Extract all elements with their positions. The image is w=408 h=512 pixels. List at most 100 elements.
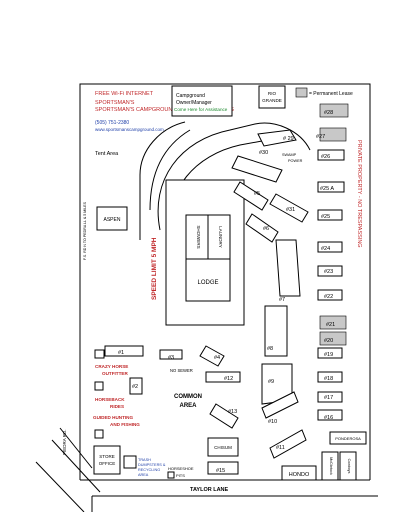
store-office-label: STORE bbox=[99, 454, 114, 459]
manager-box[interactable] bbox=[171, 85, 233, 117]
site-25a-pad[interactable] bbox=[317, 181, 345, 193]
site-9-label: #9 bbox=[268, 379, 274, 385]
common-area-label: COMMON bbox=[174, 394, 202, 400]
trash-label-2: DUMPSTERS & bbox=[138, 463, 166, 467]
horseshoe-pit-marker[interactable] bbox=[167, 471, 175, 479]
cowboys-cabin[interactable] bbox=[339, 451, 357, 481]
crazy-horse-marker[interactable] bbox=[94, 349, 105, 359]
horseshoe-label-2: PITS bbox=[176, 473, 185, 478]
site-1-pad[interactable] bbox=[104, 345, 144, 357]
site-28-label: #28 bbox=[324, 110, 333, 116]
rio-grande-box[interactable] bbox=[258, 85, 286, 109]
site-6-pad[interactable] bbox=[245, 213, 279, 243]
site-24-label: #24 bbox=[321, 246, 330, 252]
site-17-label: #17 bbox=[324, 395, 333, 401]
site-5-pad[interactable] bbox=[233, 181, 269, 211]
site-1-label: #1 bbox=[118, 350, 124, 356]
site-3-label: #3 bbox=[168, 355, 174, 361]
trash-label-4: AREA bbox=[138, 473, 149, 477]
chisum-cabin[interactable] bbox=[207, 437, 239, 457]
campground-website: www.sportsmanscampground.com bbox=[95, 127, 164, 132]
ponderosa-cabin[interactable] bbox=[329, 431, 367, 445]
chisum-label: CHISUM bbox=[214, 445, 232, 450]
site-13-pad[interactable] bbox=[209, 403, 239, 429]
road-left-label: F.S. RD N TO PEDRA LL & 5 MILES bbox=[83, 201, 87, 260]
manager-line1: Campground bbox=[176, 93, 205, 99]
site-30-label: #30 bbox=[259, 150, 268, 156]
cowboys-label: Cowboys bbox=[347, 459, 351, 474]
site-29-pad[interactable] bbox=[257, 129, 297, 147]
site-15-pad[interactable] bbox=[207, 461, 239, 475]
site-18-pad[interactable] bbox=[317, 371, 343, 383]
site-16-label: #16 bbox=[324, 415, 333, 421]
showers-label: SHOWERS bbox=[196, 225, 201, 248]
site-19-label: #19 bbox=[324, 352, 333, 358]
guided-label-2: AND FISHING bbox=[110, 422, 140, 427]
site-3-pad[interactable] bbox=[159, 349, 183, 360]
site-25-pad[interactable] bbox=[317, 209, 343, 221]
hondo-cabin[interactable] bbox=[281, 465, 317, 481]
lodge-label: LODGE bbox=[197, 280, 218, 286]
wifi-text: FREE Wi-Fi INTERNET bbox=[95, 91, 154, 97]
site-19-pad[interactable] bbox=[317, 347, 343, 359]
site-31-pad[interactable] bbox=[269, 193, 309, 223]
site-30-pad[interactable] bbox=[231, 155, 283, 183]
store-office[interactable] bbox=[93, 445, 121, 475]
site-22-label: #22 bbox=[324, 294, 333, 300]
site-10-pad[interactable] bbox=[261, 391, 299, 419]
site-17-pad[interactable] bbox=[317, 391, 343, 403]
trash-area-marker[interactable] bbox=[123, 455, 137, 469]
site-26-pad[interactable] bbox=[317, 149, 345, 161]
site-13-label: #13 bbox=[228, 409, 237, 415]
site-12-pad[interactable] bbox=[205, 371, 241, 383]
site-11-label: #11 bbox=[276, 445, 285, 451]
site-23-pad[interactable] bbox=[317, 265, 343, 277]
site-7-pad[interactable] bbox=[275, 239, 301, 297]
site-29-label: # 29 bbox=[283, 136, 294, 142]
piedra-road-edge-a bbox=[35, 461, 85, 512]
piedra-road-edge-b bbox=[51, 439, 101, 493]
tent-area-label: Tent Area bbox=[95, 151, 119, 157]
no-sewer-label: NO SEWER bbox=[170, 368, 193, 373]
campground-name: SPORTSMAN'S CAMPGROUND & MOUNTAIN CABINS bbox=[95, 107, 234, 113]
site-4-label: #4 bbox=[214, 355, 220, 361]
crazy-horse-label-2: OUTFITTER bbox=[102, 371, 128, 376]
guided-marker[interactable] bbox=[94, 429, 104, 439]
site-7-label: #7 bbox=[279, 297, 285, 303]
aspen-label: ASPEN bbox=[104, 217, 121, 223]
mcclintock-label: McClintock bbox=[329, 457, 333, 475]
lodge-building[interactable] bbox=[185, 258, 231, 302]
site-20-pad[interactable] bbox=[319, 331, 347, 346]
piedra-road-label: PIEDRA RD. bbox=[62, 429, 67, 455]
site-16-pad[interactable] bbox=[317, 409, 343, 421]
horseshoe-label: HORSESHOE bbox=[168, 466, 194, 471]
site-21-pad[interactable] bbox=[319, 315, 347, 330]
horseback-marker[interactable] bbox=[94, 381, 104, 391]
site-28-pad[interactable] bbox=[319, 103, 349, 118]
site-8-pad[interactable] bbox=[264, 305, 288, 357]
site-24-pad[interactable] bbox=[317, 241, 343, 253]
drive-tent-curve bbox=[149, 129, 191, 211]
site-21-label: #21 bbox=[326, 322, 335, 328]
trash-label: TRASH bbox=[138, 458, 151, 462]
taylor-lane-label: TAYLOR LANE bbox=[190, 487, 229, 493]
store-office-label-2: OFFICE bbox=[99, 461, 116, 466]
mcclintock-cabin[interactable] bbox=[321, 451, 339, 481]
hondo-label: HONDO bbox=[289, 472, 310, 478]
site-27-pad[interactable] bbox=[319, 127, 347, 142]
manager-line2: Owner/Manager bbox=[176, 100, 212, 106]
property-boundary bbox=[79, 83, 371, 480]
site-11-pad[interactable] bbox=[269, 429, 307, 459]
site-12-label: #12 bbox=[224, 376, 233, 382]
site-2-pad[interactable] bbox=[129, 377, 143, 395]
aspen-cabin[interactable] bbox=[96, 206, 128, 231]
site-22-pad[interactable] bbox=[317, 289, 343, 301]
lease-legend-swatch bbox=[295, 87, 308, 98]
rio-grande-label: RIO bbox=[268, 91, 277, 96]
site-23-label: #23 bbox=[324, 269, 333, 275]
site-4-pad[interactable] bbox=[199, 345, 225, 367]
site-18-label: #18 bbox=[324, 376, 333, 382]
site-25-label: #25 bbox=[321, 214, 330, 220]
site-25a-label: #25 A bbox=[320, 186, 334, 192]
